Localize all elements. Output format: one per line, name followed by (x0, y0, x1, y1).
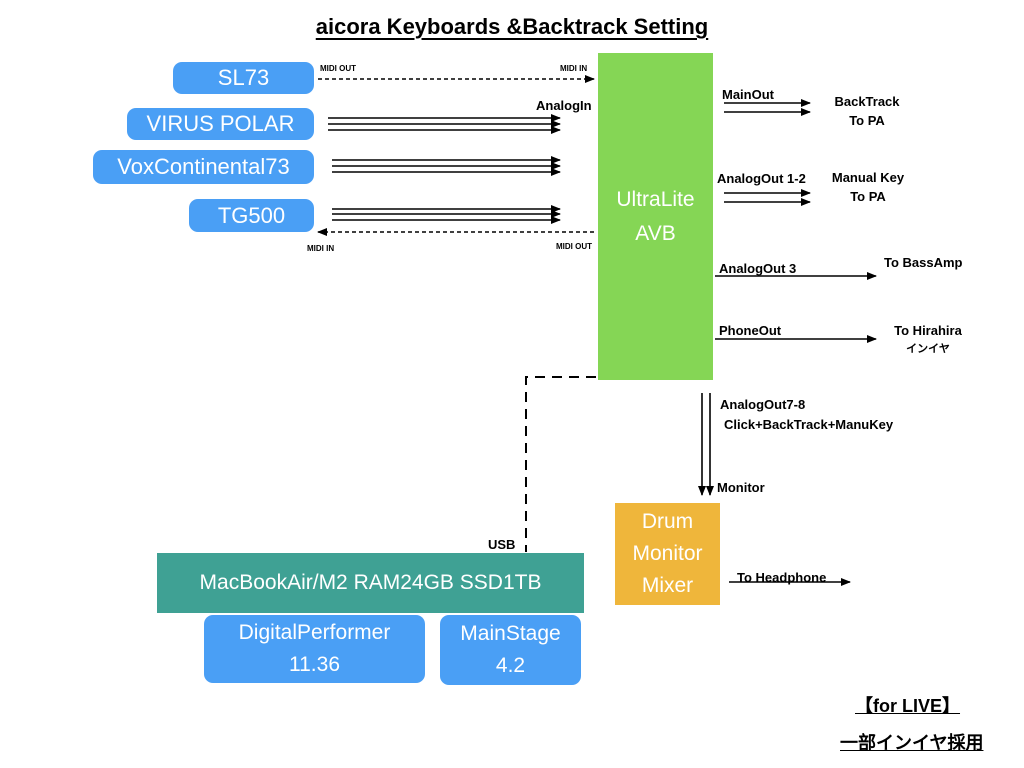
footer-for-live: 【for LIVE】 (855, 696, 961, 716)
label-to-headphone: To Headphone (737, 570, 827, 585)
label-midi-in-tg500: MIDI IN (307, 244, 335, 253)
label-midi-out-sl73: MIDI OUT (320, 64, 356, 73)
ultralite-avb-interface: UltraLite AVB (598, 53, 713, 380)
label-midi-out-interface: MIDI OUT (556, 242, 592, 251)
usb-cable (525, 376, 596, 552)
footer-in-ear-note: 一部インイヤ採用 (840, 733, 984, 753)
label-manual-key-to-pa: Manual Key To PA (818, 168, 918, 206)
software-digital-performer: DigitalPerformer 11.36 (204, 615, 425, 683)
software-mainstage: MainStage 4.2 (440, 615, 581, 685)
hirahira-line-2: インイヤ (906, 343, 950, 355)
interface-name: UltraLite (616, 187, 695, 211)
label-analog-in: AnalogIn (536, 98, 592, 113)
diagram-title: aicora Keyboards &Backtrack Setting (315, 14, 709, 39)
label-midi-in-interface: MIDI IN (560, 64, 588, 73)
keyboard-virus-polar: VIRUS POLAR (127, 108, 314, 140)
macbook-air: MacBookAir/M2 RAM24GB SSD1TB (157, 553, 584, 613)
manualkey-line-1: Manual Key (831, 170, 905, 185)
dp-name: DigitalPerformer (238, 621, 391, 644)
ms-name: MainStage (460, 622, 561, 645)
mixer-line-3: Mixer (641, 574, 694, 597)
label-phone-out: PhoneOut (719, 323, 782, 338)
keyboard-vox-continental: VoxContinental73 (93, 150, 314, 184)
mixer-line-1: Drum (641, 510, 694, 533)
keyboard-tg500: TG500 (189, 199, 314, 232)
label-to-bassamp: To BassAmp (884, 255, 963, 270)
backtrack-line-2: To PA (849, 113, 885, 128)
mixer-line-2: Monitor (632, 542, 703, 565)
dp-version: 11.36 (289, 653, 340, 676)
label-analog-out-1-2: AnalogOut 1-2 (717, 171, 806, 186)
hirahira-line-1: To Hirahira (894, 323, 962, 338)
label-backtrack-to-pa: BackTrack To PA (822, 92, 912, 130)
drum-monitor-mixer: Drum Monitor Mixer (615, 503, 720, 605)
interface-model: AVB (635, 221, 676, 245)
backtrack-line-1: BackTrack (834, 94, 900, 109)
ms-version: 4.2 (495, 654, 526, 677)
label-analog-out-3: AnalogOut 3 (719, 261, 797, 276)
manualkey-line-2: To PA (850, 189, 886, 204)
label-usb: USB (488, 537, 516, 552)
label-analog-out-7-8: AnalogOut7-8 (720, 397, 806, 412)
label-monitor: Monitor (717, 480, 765, 495)
label-click-mix: Click+BackTrack+ManuKey (724, 417, 894, 432)
keyboard-sl73: SL73 (173, 62, 314, 94)
label-main-out: MainOut (722, 87, 774, 102)
label-to-hirahira: To Hirahira インイヤ (880, 321, 976, 359)
